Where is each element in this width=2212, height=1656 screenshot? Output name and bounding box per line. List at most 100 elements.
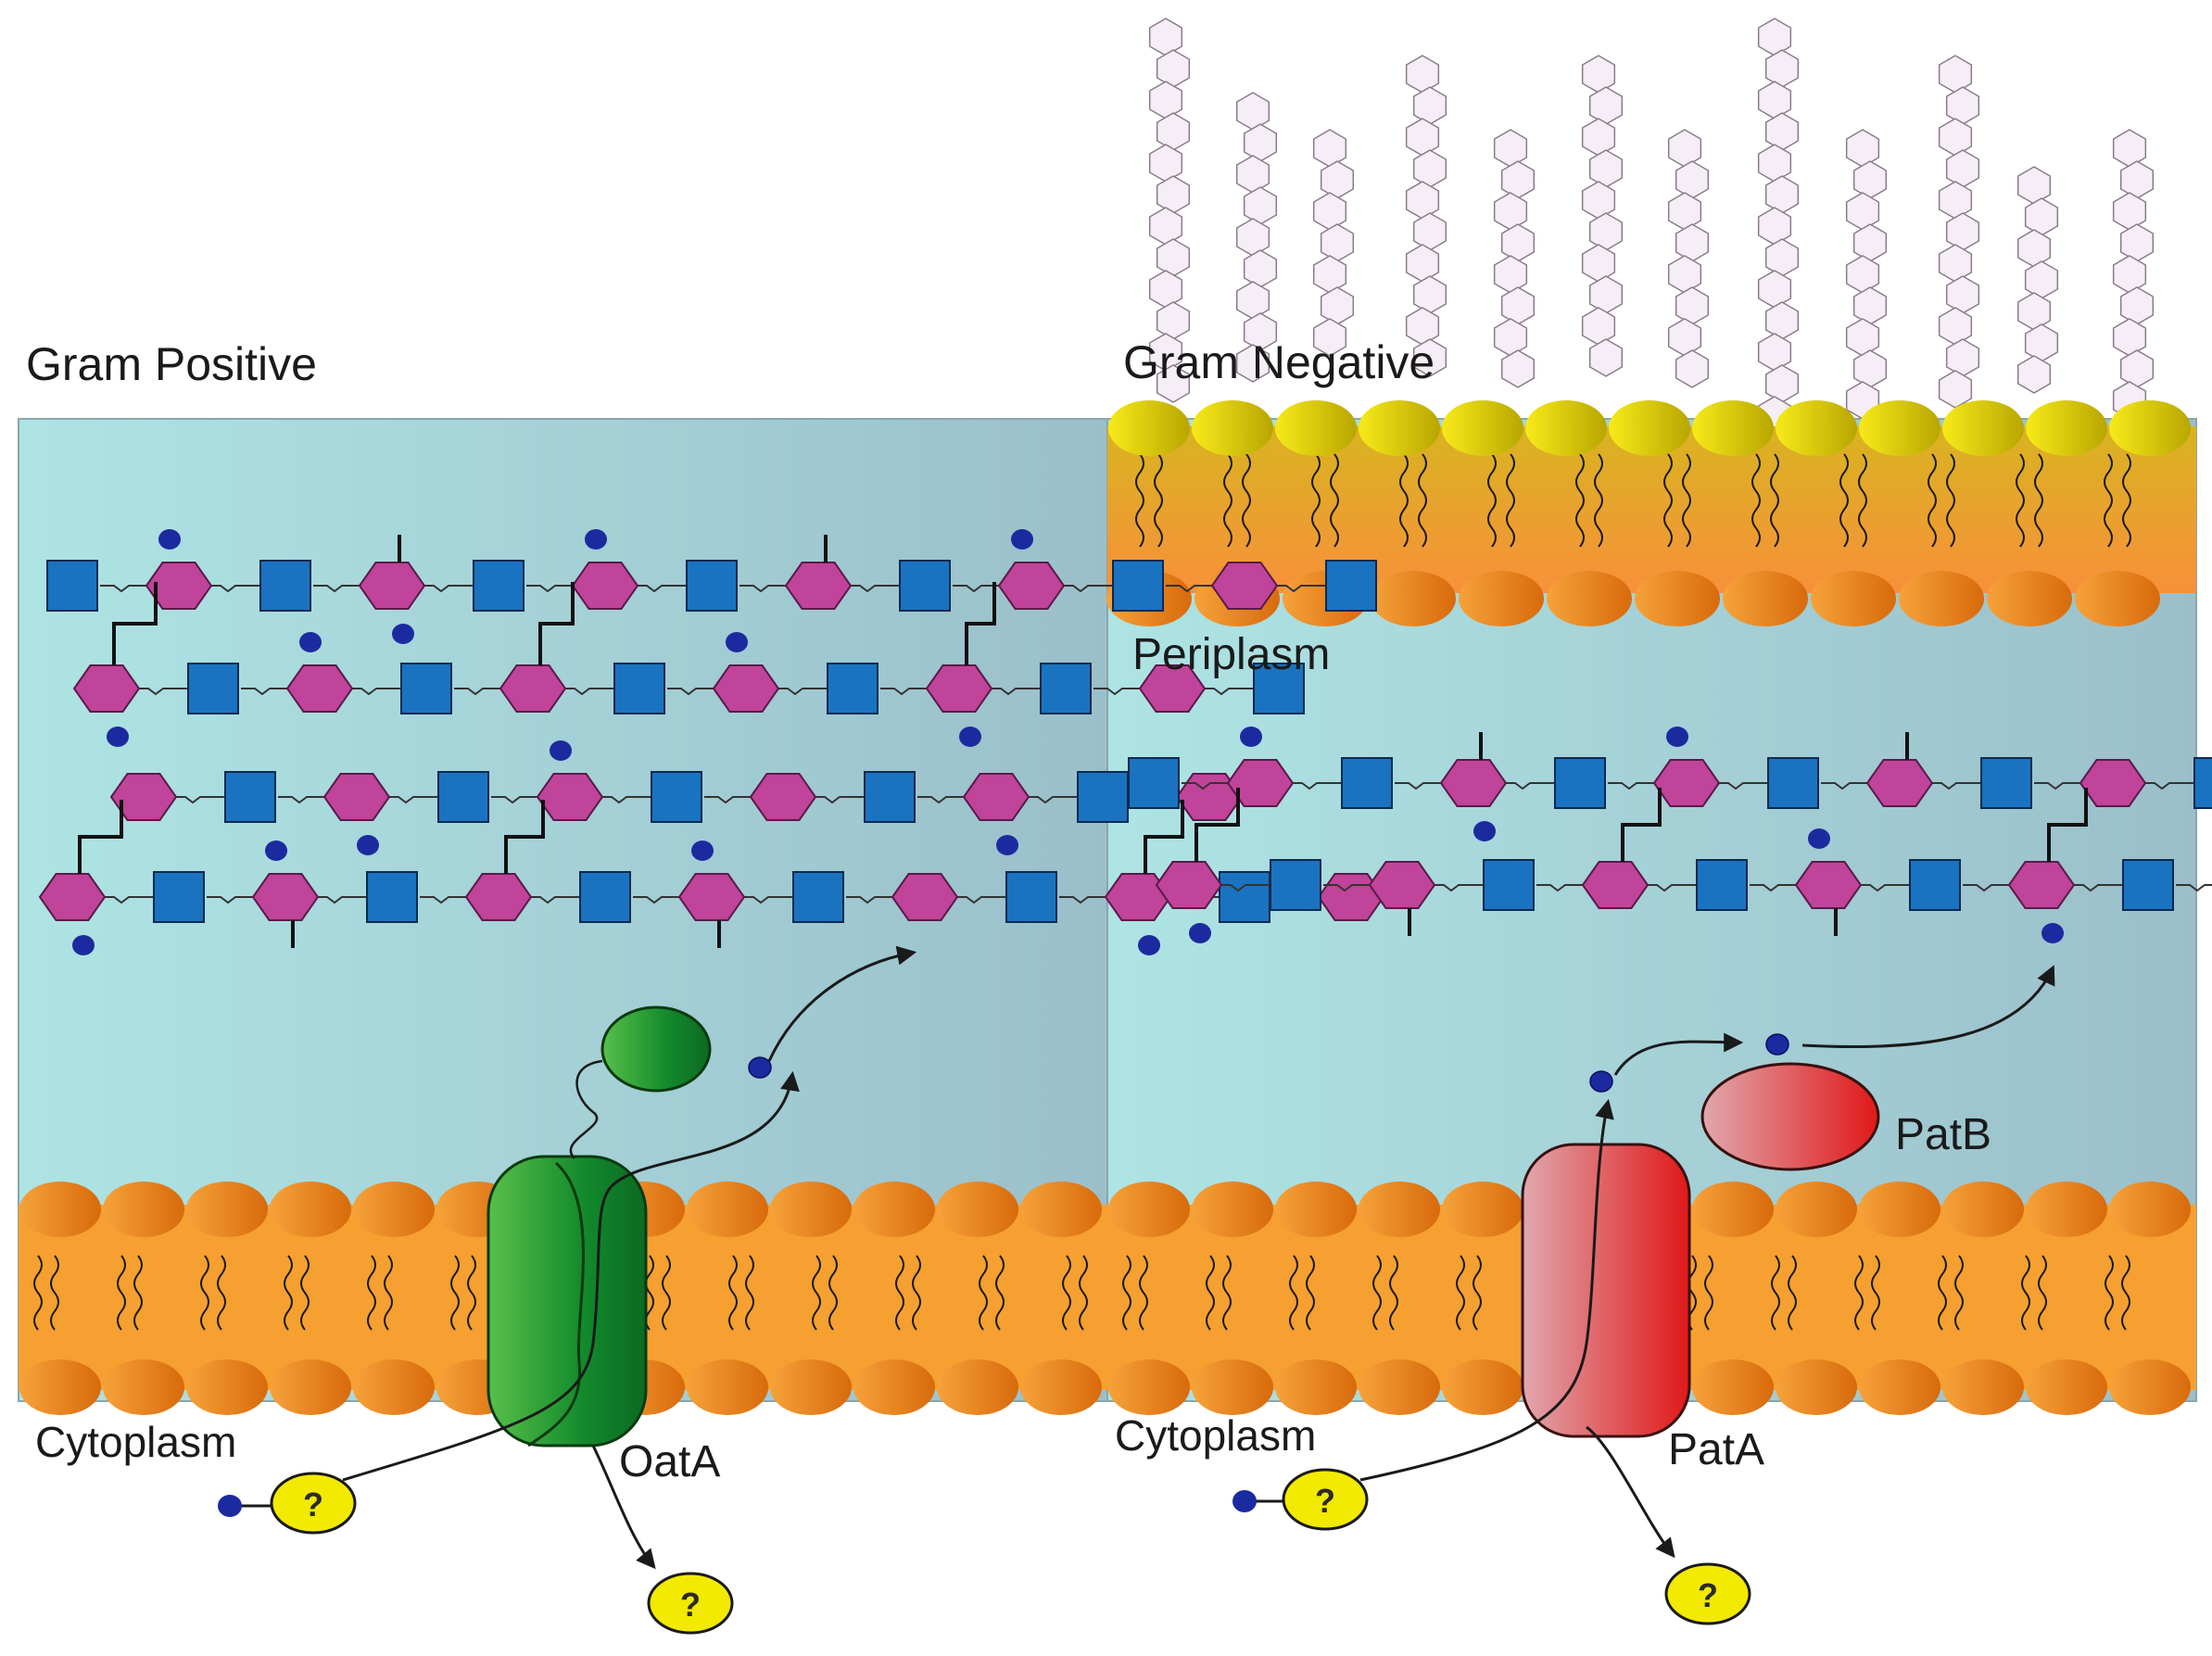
lipid-tail (1330, 453, 1339, 548)
glcnac-square-icon (651, 771, 702, 823)
lipid-head (2026, 1182, 2107, 1237)
lps-sugar (1312, 192, 1347, 231)
lps-sugar (1938, 244, 1973, 283)
lps-sugar (1675, 223, 1710, 262)
lps-sugar (1235, 218, 1270, 257)
donor-left: ? ? (218, 1472, 734, 1635)
lps-sugar (1667, 255, 1702, 294)
lipid-head (1692, 1359, 1774, 1415)
lipid-tail (895, 1255, 904, 1331)
glcnac-square-icon (46, 560, 98, 612)
lipid-tail (1311, 453, 1321, 548)
lipid-head (2109, 1182, 2191, 1237)
glycosidic-bond (704, 796, 761, 804)
lps-sugar (1581, 307, 1616, 346)
glcnac-square-icon (899, 560, 951, 612)
glycosidic-bond (1643, 884, 1700, 892)
peptide-crosslink (112, 582, 158, 665)
glycosidic-bond (2034, 782, 2091, 790)
glycosidic-bond (1963, 884, 2019, 892)
lipid-head (186, 1359, 268, 1415)
lps-sugar (1581, 244, 1616, 283)
glycosidic-bond (1928, 782, 1984, 790)
glycosidic-bond (207, 896, 263, 904)
lps-sugar (2016, 292, 2052, 331)
glcnac-square-icon (1554, 757, 1606, 809)
lps-sugar (1938, 118, 1973, 157)
carrier-left (270, 1472, 357, 1535)
glycosidic-bond (1059, 896, 1116, 904)
acetyl-dot-icon (72, 935, 95, 955)
lps-sugar (1757, 18, 1792, 57)
lps-sugar (1156, 364, 1191, 403)
lps-sugar (1852, 223, 1888, 262)
murnac-hexagon-icon (2079, 759, 2147, 807)
lipid-tail (1682, 453, 1691, 548)
acetyl-on-patb (1765, 1033, 1789, 1056)
carrier-right-released-label: ? (1698, 1576, 1718, 1614)
glycosidic-bond (207, 585, 263, 593)
murnac-hexagon-icon (1368, 861, 1436, 909)
lipid-tail (133, 1255, 143, 1331)
lps-sugar (2024, 323, 2059, 362)
lps-sugar (1156, 49, 1191, 88)
lps-sugar (1588, 86, 1624, 125)
glcnac-square-icon (579, 871, 631, 923)
lipid-tail (1122, 1255, 1131, 1331)
outer-membrane (1106, 400, 2196, 626)
lipid-tail (200, 1255, 209, 1331)
lipid-tail (1839, 453, 1849, 548)
lps-sugar (2016, 355, 2052, 394)
lipid-tail (1223, 453, 1232, 548)
lipid-head (937, 1359, 1018, 1415)
lipid-head (1776, 400, 1857, 456)
lps-sugar (1845, 192, 1880, 231)
glycosidic-bond (491, 796, 548, 804)
glycosidic-bond (1856, 884, 1913, 892)
lipid-head (353, 1182, 435, 1237)
lps-sugar (1845, 129, 1880, 168)
lps-sugar (1757, 333, 1792, 372)
lipid-tail (2122, 453, 2131, 548)
lps-sugar (1675, 286, 1710, 325)
glcnac-square-icon (686, 560, 738, 612)
lipid-head (770, 1182, 852, 1237)
lps-sugar (1938, 55, 1973, 94)
lps-sugar (1757, 207, 1792, 246)
lps-sugar (1852, 286, 1888, 325)
lipid-head (103, 1359, 184, 1415)
acetyl-dot-icon (996, 835, 1018, 855)
glcnac-square-icon (1040, 663, 1092, 714)
lipid-tail (1858, 453, 1867, 548)
acetyl-dot-icon (959, 727, 981, 747)
lps-sugar (2112, 129, 2147, 168)
glycosidic-bond (561, 688, 617, 696)
lipid-tail (467, 1255, 476, 1331)
lps-sugar (1148, 81, 1183, 120)
glcnac-square-icon (224, 771, 276, 823)
glcnac-square-icon (1112, 560, 1164, 612)
lipid-head (1942, 400, 2024, 456)
lps-sugar (2112, 255, 2147, 294)
lipid-tail (384, 1255, 393, 1331)
lipid-tail (367, 1255, 376, 1331)
lipid-tail (995, 1255, 1005, 1331)
lipid-head (353, 1359, 435, 1415)
lps-sugar (1148, 270, 1183, 309)
glycosidic-bond (811, 796, 867, 804)
acetyl-dot-icon (1808, 828, 1830, 849)
lipid-head (1192, 1182, 1273, 1237)
lps-sugar (1148, 18, 1183, 57)
glycosidic-bond (1200, 688, 1257, 696)
lipid-head (1192, 1359, 1273, 1415)
lipid-tail (912, 1255, 921, 1331)
murnac-hexagon-icon (285, 664, 354, 713)
glycosidic-bond (739, 585, 796, 593)
lps-sugar (1412, 86, 1447, 125)
gram-positive-title: Gram Positive (26, 338, 317, 390)
carrier-left-released (647, 1572, 734, 1635)
lipid-tail (450, 1255, 460, 1331)
acetyl-dot-icon (1473, 821, 1496, 841)
lps-sugar (1764, 364, 1800, 403)
lipid-tail (50, 1255, 59, 1331)
